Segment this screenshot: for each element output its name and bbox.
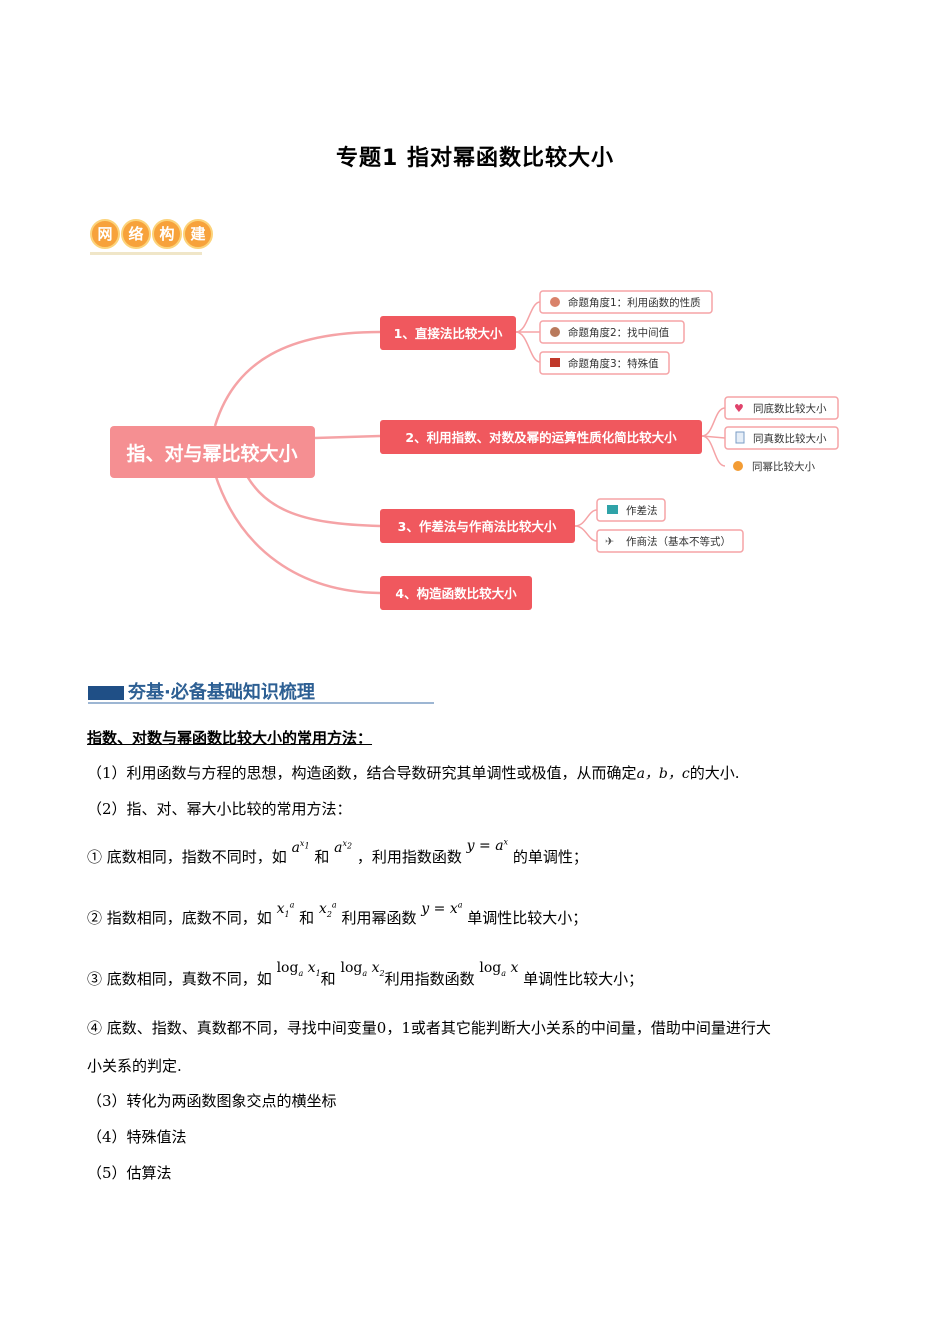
text: 利用幂函数 (341, 909, 417, 927)
paragraph-line: 小关系的判定. (87, 1057, 182, 1075)
formula: x2a (318, 900, 337, 919)
leaf-label: 命题角度2：找中间值 (568, 326, 670, 339)
paragraph-line: （4）特殊值法 (87, 1128, 187, 1146)
formula: y = xa (421, 900, 463, 917)
formula: loga x1 (276, 960, 321, 978)
text: 单调性比较大小； (467, 909, 588, 927)
badge-underline (90, 252, 202, 255)
leaf-label: 命题角度3：特殊值 (568, 357, 659, 370)
heart-icon: ♥ (734, 402, 744, 415)
leaf-label: 同底数比较大小 (753, 402, 827, 415)
document-icon (735, 431, 745, 444)
paragraph-line: （3）转化为两函数图象交点的横坐标 (87, 1092, 337, 1110)
section-underline (88, 702, 434, 704)
clock-icon (733, 461, 743, 471)
badge-char: 络 (121, 219, 151, 249)
paragraph-line: ③ 底数相同，真数不同，如 loga x1和 loga x2利用指数函数 log… (87, 960, 644, 990)
branch-node-3: 3、作差法与作商法比较大小 (380, 509, 575, 543)
branch-label: 1、直接法比较大小 (394, 326, 503, 341)
leaf-node: 同真数比较大小 (724, 426, 839, 450)
leaf-label: 作商法（基本不等式） (626, 535, 731, 548)
person-icon (550, 297, 560, 307)
text: 的单调性； (512, 848, 588, 866)
text: 利用指数函数 (384, 970, 475, 988)
person-icon (550, 327, 560, 337)
text: 单调性比较大小； (523, 970, 644, 988)
flag-icon (550, 358, 560, 367)
branch-node-2: 2、利用指数、对数及幂的运算性质化简比较大小 (380, 420, 702, 454)
text: （1）利用函数与方程的思想，构造函数，结合导数研究其单调性或极值，从而确定 (87, 764, 637, 782)
root-label: 指、对与幂比较大小 (126, 442, 297, 465)
leaf-node: 命题角度3：特殊值 (539, 351, 670, 375)
formula: loga x2 (340, 960, 385, 978)
leaf-node: 命题角度1：利用函数的性质 (539, 290, 713, 314)
text: 和 (320, 970, 336, 988)
paragraph-line: （2）指、对、幂大小比较的常用方法： (87, 800, 352, 818)
formula: y = ax (466, 837, 509, 854)
network-badges: 网络构建 (90, 219, 214, 249)
leaf-label: 作差法 (626, 504, 658, 517)
formula: x1a (276, 900, 295, 919)
text: 和 (314, 848, 330, 866)
branch-label: 2、利用指数、对数及幂的运算性质化简比较大小 (405, 430, 677, 445)
branch-label: 3、作差法与作商法比较大小 (398, 519, 557, 534)
leaf-node: 同幂比较大小 (733, 460, 815, 473)
branch-node-1: 1、直接法比较大小 (380, 316, 516, 350)
leaf-node: 作差法 (596, 498, 666, 522)
leaf-node: 命题角度2：找中间值 (539, 320, 685, 344)
badge-char: 建 (183, 219, 213, 249)
badge-char: 构 (152, 219, 182, 249)
page-title: 专题1 指对幂函数比较大小 (336, 146, 614, 171)
mind-map: 指、对与幂比较大小 1、直接法比较大小 2、利用指数、对数及幂的运算性质化简比较… (110, 290, 839, 610)
leaf-label: 同幂比较大小 (752, 460, 815, 473)
paragraph-line: ④ 底数、指数、真数都不同，寻找中间变量0，1或者其它能判断大小关系的中间量，借… (87, 1019, 771, 1037)
satellite-icon: ✈ (605, 535, 614, 548)
leaf-node: ✈ 作商法（基本不等式） (596, 529, 744, 553)
paragraph-line: ② 指数相同，底数不同，如 x1a 和 x2a 利用幂函数 y = xa 单调性… (87, 900, 588, 929)
root-node: 指、对与幂比较大小 (110, 426, 315, 478)
leaf-label: 同真数比较大小 (753, 432, 827, 445)
leaf-connectors (515, 301, 726, 542)
formula: loga x (479, 960, 519, 978)
subheading: 指数、对数与幂函数比较大小的常用方法： (87, 729, 373, 747)
badge-char: 网 (90, 219, 120, 249)
math-vars: a，b，c (636, 766, 690, 782)
formula: ax2 (334, 839, 353, 856)
text: ③ 底数相同，真数不同，如 (87, 970, 272, 988)
text: 和 (299, 909, 315, 927)
branch-node-4: 4、构造函数比较大小 (380, 576, 532, 610)
text: ① 底数相同，指数不同时，如 (87, 848, 287, 866)
chat-icon (607, 505, 618, 514)
leaf-node: ♥ 同底数比较大小 (724, 396, 839, 420)
paragraph-line: ① 底数相同，指数不同时，如 ax1 和 ax2 ，利用指数函数 y = ax … (87, 837, 588, 867)
paragraph-line: （1）利用函数与方程的思想，构造函数，结合导数研究其单调性或极值，从而确定a，b… (87, 762, 740, 783)
text: 的大小. (689, 764, 740, 782)
branch-label: 4、构造函数比较大小 (395, 586, 517, 601)
section-bar (88, 686, 124, 700)
formula: ax1 (291, 839, 310, 856)
section-title: 夯基·必备基础知识梳理 (128, 682, 315, 703)
paragraph-line: （5）估算法 (87, 1164, 172, 1182)
text: ② 指数相同，底数不同，如 (87, 909, 272, 927)
text: ，利用指数函数 (356, 848, 462, 866)
leaf-label: 命题角度1：利用函数的性质 (568, 296, 701, 309)
